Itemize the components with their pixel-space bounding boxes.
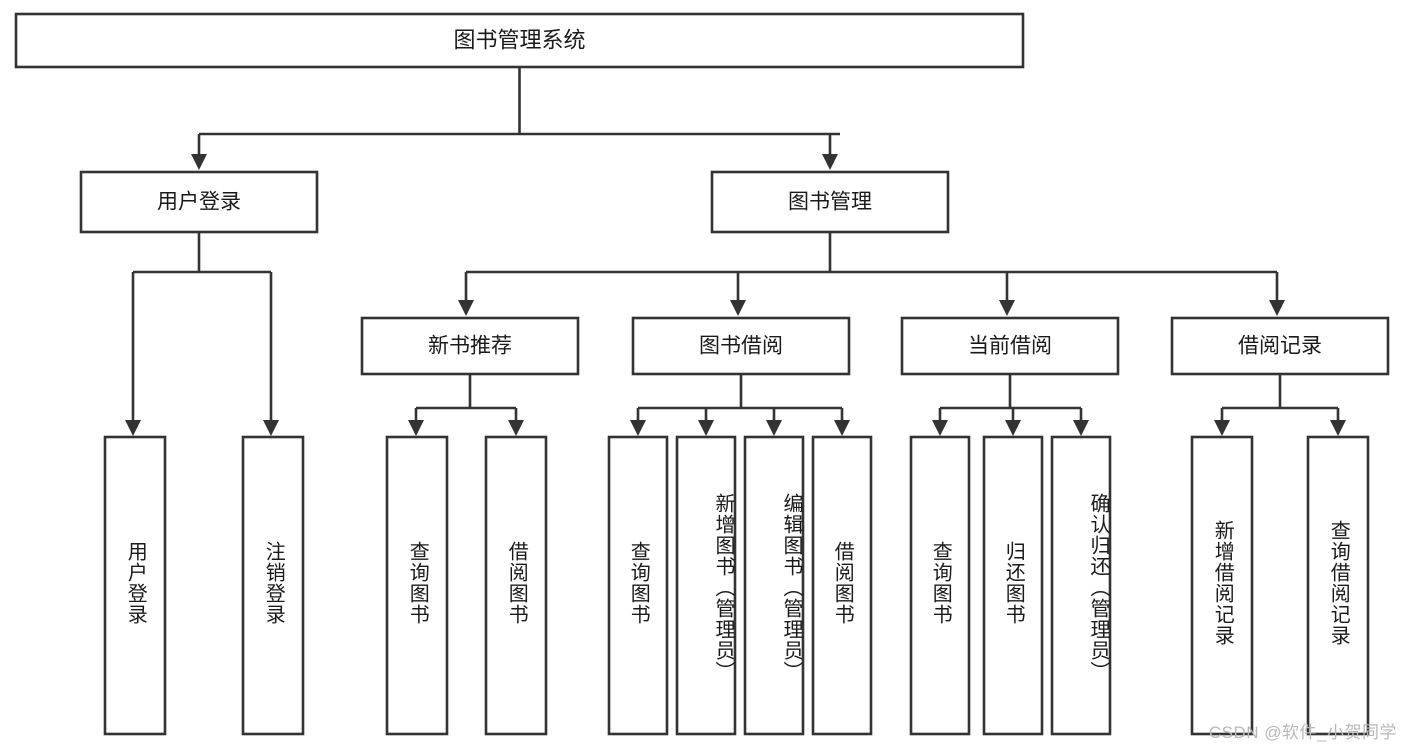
node-box-leaf-confirm-return[interactable]	[1050, 435, 1112, 736]
arrow-head-icon	[1214, 420, 1230, 436]
node-box-borrow-record[interactable]	[1170, 316, 1390, 376]
arrow-head-icon	[766, 420, 782, 436]
arrow-head-icon	[822, 154, 838, 170]
node-label-user-login: 用户登录	[157, 191, 241, 214]
arrow-head-icon	[1269, 300, 1285, 316]
node-label-borrow-record: 借阅记录	[1238, 335, 1322, 358]
node-box-leaf-add-record[interactable]	[1190, 435, 1254, 736]
node-box-leaf-user-login[interactable]	[103, 435, 167, 736]
node-box-leaf-borrow-book-1[interactable]	[484, 435, 548, 736]
node-box-current-borrow[interactable]	[900, 316, 1120, 376]
node-box-book-manage[interactable]	[710, 170, 950, 234]
node-label-new-book-rec: 新书推荐	[428, 335, 512, 358]
watermark-text: CSDN @软件_小贺同学	[1208, 723, 1397, 742]
arrow-head-icon	[1005, 420, 1021, 436]
arrow-head-icon	[1073, 420, 1089, 436]
node-box-leaf-return-book[interactable]	[982, 435, 1044, 736]
node-box-user-login[interactable]	[79, 170, 319, 234]
node-label-current-borrow: 当前借阅	[968, 335, 1052, 358]
node-label-book-manage: 图书管理	[788, 191, 872, 214]
node-box-leaf-edit-book[interactable]	[743, 435, 805, 736]
arrow-head-icon	[458, 300, 474, 316]
arrow-head-icon	[508, 420, 524, 436]
node-box-new-book-rec[interactable]	[360, 316, 580, 376]
node-box-leaf-borrow-book-2[interactable]	[811, 435, 873, 736]
arrow-head-icon	[730, 300, 746, 316]
node-box-leaf-logout[interactable]	[241, 435, 305, 736]
arrow-head-icon	[1330, 420, 1346, 436]
arrow-head-icon	[630, 420, 646, 436]
arrow-head-icon	[698, 420, 714, 436]
node-box-leaf-add-book[interactable]	[675, 435, 737, 736]
arrow-head-icon	[834, 420, 850, 436]
node-box-leaf-query-record[interactable]	[1306, 435, 1370, 736]
arrow-head-icon	[263, 420, 279, 436]
node-box-root[interactable]	[14, 12, 1025, 69]
arrowhead-layer	[125, 154, 1346, 436]
node-box-book-borrow[interactable]	[631, 316, 851, 376]
node-label-root: 图书管理系统	[453, 27, 585, 52]
arrow-head-icon	[999, 300, 1015, 316]
arrow-head-icon	[932, 420, 948, 436]
node-box-leaf-query-book-3[interactable]	[909, 435, 971, 736]
arrow-head-icon	[408, 420, 424, 436]
arrow-head-icon	[191, 154, 207, 170]
node-box-leaf-query-book-2[interactable]	[607, 435, 669, 736]
node-box-leaf-query-book-1[interactable]	[385, 435, 449, 736]
node-label-book-borrow: 图书借阅	[699, 335, 783, 358]
arrow-head-icon	[125, 420, 141, 436]
node-box-layer	[14, 12, 1390, 736]
